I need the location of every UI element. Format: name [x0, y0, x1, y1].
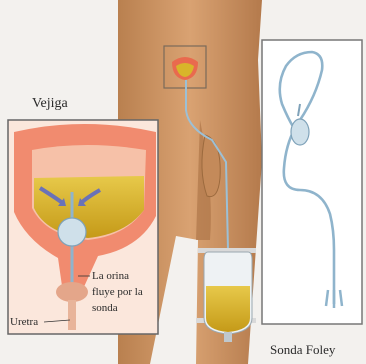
urethra [68, 300, 76, 330]
label-urine-flow: La orina fluye por la sonda [92, 268, 143, 316]
label-urine-flow-line-1: La orina [92, 268, 143, 284]
label-uretra: Uretra [10, 316, 38, 328]
catheter-balloon-in-bladder [58, 218, 86, 246]
urine-bag-fill [206, 286, 250, 332]
label-urine-flow-line-3: sonda [92, 300, 143, 316]
label-sonda-foley: Sonda Foley [270, 342, 335, 358]
label-urine-flow-line-2: fluye por la [92, 284, 143, 300]
prostate [56, 282, 88, 302]
label-vejiga: Vejiga [32, 96, 68, 112]
foley-balloon [291, 119, 309, 145]
foley-panel [262, 40, 362, 324]
